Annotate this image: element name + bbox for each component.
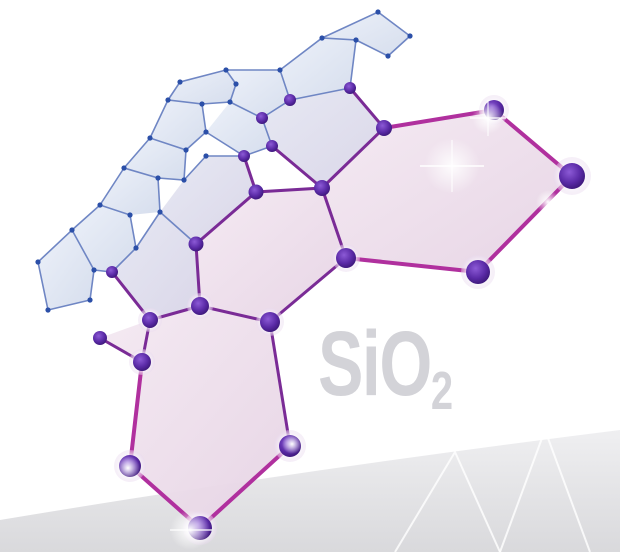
sparkle-icon <box>116 100 560 550</box>
formula-main: SiO <box>318 313 432 415</box>
formula-subscript: 2 <box>430 361 454 421</box>
chemical-formula: SiO2 <box>318 318 453 418</box>
